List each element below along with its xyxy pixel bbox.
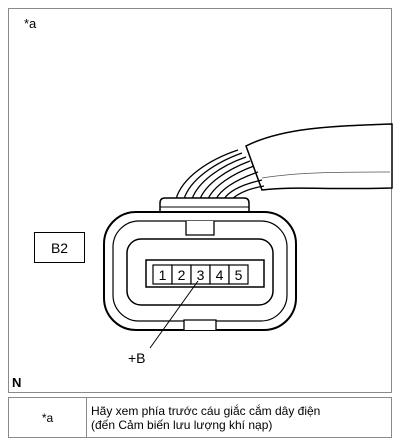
legend-text-line-2: (đến Cảm biến lưu lượng khí nạp) [91, 417, 273, 432]
pin-label-5: 5 [235, 267, 243, 283]
legend-text: Hãy xem phía trước cáu giắc cắm dây điện… [86, 397, 392, 438]
pin-label-2: 2 [178, 267, 186, 283]
pin-label-b: +B [128, 350, 146, 366]
connector-bottom-notch [183, 319, 217, 330]
pin-leader-line [149, 280, 199, 349]
legend-key: *a [8, 397, 87, 438]
wires [175, 149, 265, 200]
pin-label-4: 4 [216, 267, 224, 283]
legend-text-line-1: Hãy xem phía trước cáu giắc cắm dây điện [91, 403, 321, 418]
wire-harness [245, 123, 393, 191]
pin-cell-5 [228, 264, 249, 285]
pin-cells [152, 264, 249, 285]
pin-label-3: 3 [197, 267, 205, 283]
callout-a: *a [24, 16, 37, 31]
legend-row: *a Hãy xem phía trước cáu giắc cắm dây đ… [8, 397, 392, 438]
legend-table: *a Hãy xem phía trước cáu giắc cắm dây đ… [8, 397, 392, 438]
connector-latch [185, 221, 215, 236]
connector-id-box [34, 232, 85, 263]
pin-label-1: 1 [159, 267, 167, 283]
orientation-label: N [12, 375, 21, 390]
wire-harness-shade [261, 171, 391, 179]
connector-id-label: B2 [51, 240, 68, 256]
